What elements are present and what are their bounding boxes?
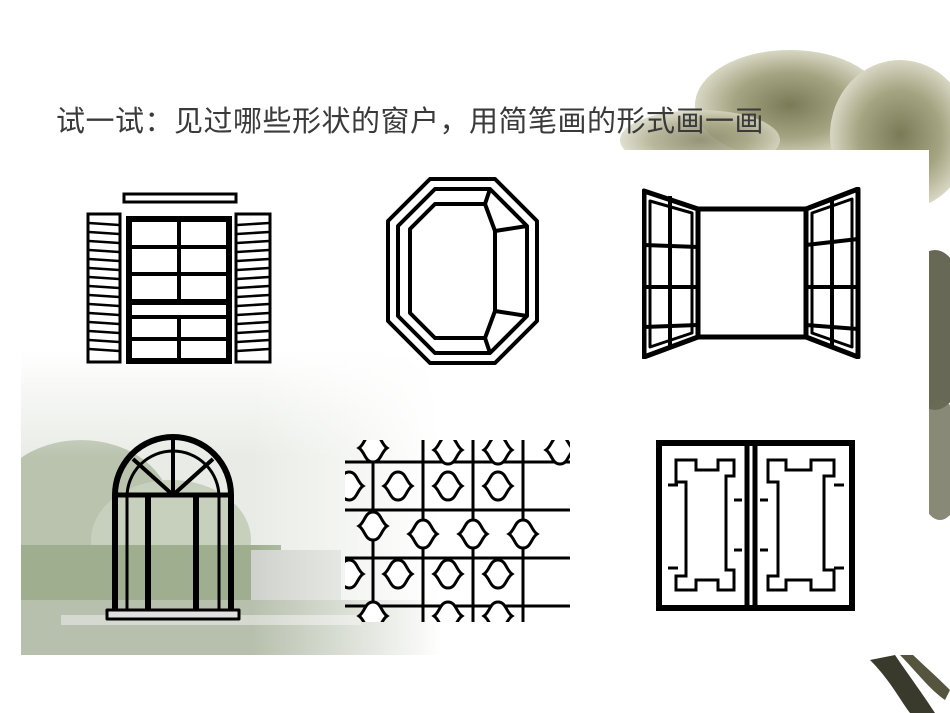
open-casement-window-icon — [642, 187, 862, 359]
arched-window-icon — [103, 425, 243, 622]
page-title: 试一试：见过哪些形状的窗户，用简笔画的形式画一画 — [56, 104, 765, 138]
octagon-window-icon — [385, 176, 540, 366]
lattice-pattern-window-icon — [345, 440, 570, 622]
shuttered-window-icon — [86, 192, 276, 364]
chinese-fretwork-window-icon — [656, 440, 856, 612]
